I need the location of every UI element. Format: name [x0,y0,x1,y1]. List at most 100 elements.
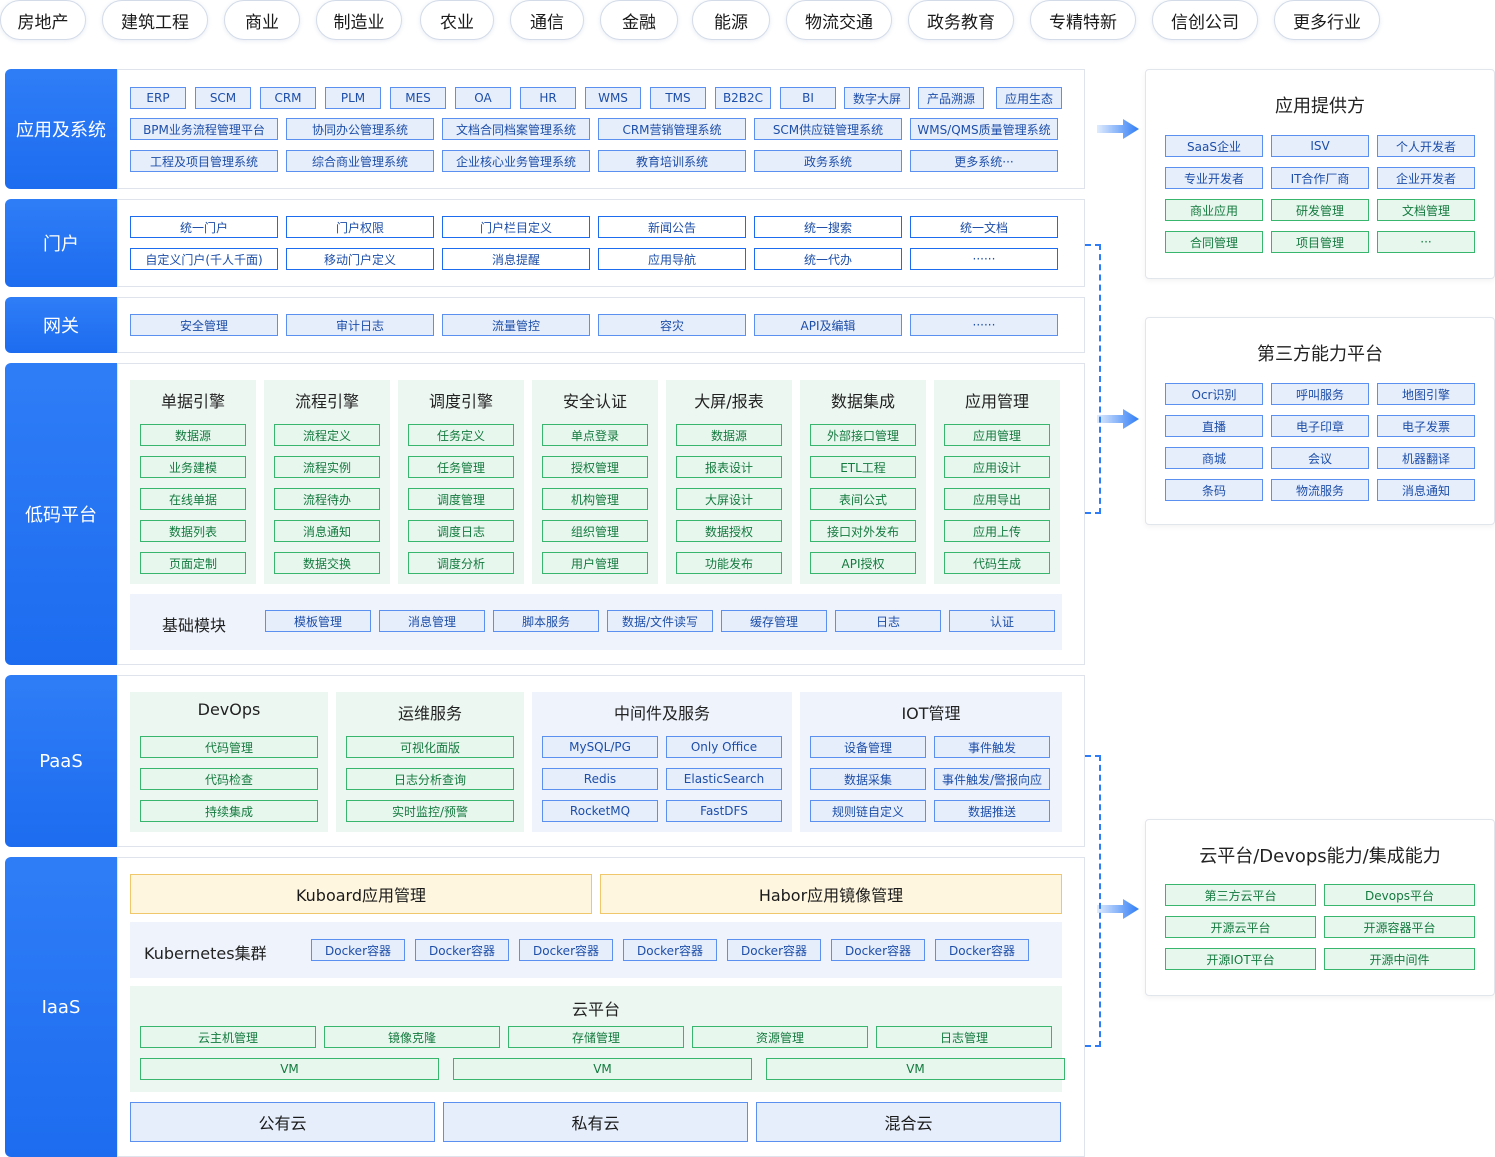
vm-item[interactable]: VM [766,1058,1065,1080]
app-system-item[interactable]: CRM营销管理系统 [598,118,746,140]
app-item[interactable]: SCM [195,87,251,109]
right-card-item[interactable]: 开源IOT平台 [1165,948,1316,970]
app-system-item[interactable]: 教育培训系统 [598,150,746,172]
paas-middleware-item[interactable]: Redis [542,768,658,790]
gateway-item[interactable]: ······ [910,314,1058,336]
gateway-item[interactable]: API及编辑 [754,314,902,336]
paas-middleware-item[interactable]: MySQL/PG [542,736,658,758]
docker-container[interactable]: Docker容器 [311,939,405,961]
lowcode-item[interactable]: 数据列表 [140,520,246,542]
app-item[interactable]: TMS [650,87,706,109]
app-system-item[interactable]: 文档合同档案管理系统 [442,118,590,140]
app-system-item[interactable]: 综合商业管理系统 [286,150,434,172]
portal-item[interactable]: 门户栏目定义 [442,216,590,238]
right-card-item[interactable]: 开源容器平台 [1324,916,1475,938]
industry-tag[interactable]: 能源 [692,0,770,40]
right-card-item[interactable]: 物流服务 [1271,479,1369,501]
base-module-item[interactable]: 认证 [949,610,1055,632]
app-item[interactable]: OA [455,87,511,109]
app-item[interactable]: 数字大屏 [844,87,910,109]
industry-tag[interactable]: 专精特新 [1030,0,1136,40]
lowcode-item[interactable]: 流程定义 [274,424,380,446]
deploy-option[interactable]: 私有云 [443,1102,748,1142]
right-card-item[interactable]: 开源中间件 [1324,948,1475,970]
right-card-item[interactable]: ··· [1377,231,1475,253]
right-card-item[interactable]: 电子发票 [1377,415,1475,437]
app-item[interactable]: BI [780,87,836,109]
right-card-item[interactable]: 商业应用 [1165,199,1263,221]
right-card-item[interactable]: ISV [1271,135,1369,157]
lowcode-item[interactable]: 数据源 [676,424,782,446]
paas-iot-item[interactable]: 设备管理 [810,736,926,758]
base-module-item[interactable]: 缓存管理 [721,610,827,632]
lowcode-item[interactable]: 应用上传 [944,520,1050,542]
docker-container[interactable]: Docker容器 [935,939,1029,961]
portal-item[interactable]: 门户权限 [286,216,434,238]
app-item[interactable]: B2B2C [715,87,771,109]
base-module-item[interactable]: 模板管理 [265,610,371,632]
base-module-item[interactable]: 消息管理 [379,610,485,632]
paas-middleware-item[interactable]: FastDFS [666,800,782,822]
right-card-item[interactable]: 商城 [1165,447,1263,469]
right-card-item[interactable]: 开源云平台 [1165,916,1316,938]
app-item[interactable]: 产品溯源 [918,87,984,109]
cloud-platform-item[interactable]: 镜像克隆 [324,1026,500,1048]
industry-tag[interactable]: 房地产 [0,0,86,40]
lowcode-item[interactable]: 消息通知 [274,520,380,542]
app-item[interactable]: 应用生态 [996,87,1062,109]
gateway-item[interactable]: 流量管控 [442,314,590,336]
portal-item[interactable]: 统一门户 [130,216,278,238]
paas-middleware-item[interactable]: RocketMQ [542,800,658,822]
base-module-item[interactable]: 脚本服务 [493,610,599,632]
lowcode-item[interactable]: 外部接口管理 [810,424,916,446]
portal-item[interactable]: ······ [910,248,1058,270]
app-system-item[interactable]: WMS/QMS质量管理系统 [910,118,1058,140]
paas-ops-item[interactable]: 可视化面版 [346,736,514,758]
industry-tag[interactable]: 更多行业 [1274,0,1380,40]
lowcode-item[interactable]: 数据源 [140,424,246,446]
docker-container[interactable]: Docker容器 [519,939,613,961]
portal-item[interactable]: 新闻公告 [598,216,746,238]
right-card-item[interactable]: SaaS企业 [1165,135,1263,157]
vm-item[interactable]: VM [140,1058,439,1080]
app-item[interactable]: HR [520,87,576,109]
paas-devops-item[interactable]: 代码管理 [140,736,318,758]
lowcode-item[interactable]: API授权 [810,552,916,574]
right-card-item[interactable]: Devops平台 [1324,884,1475,906]
app-item[interactable]: ERP [130,87,186,109]
lowcode-item[interactable]: 调度管理 [408,488,514,510]
right-card-item[interactable]: 合同管理 [1165,231,1263,253]
industry-tag[interactable]: 金融 [600,0,678,40]
portal-item[interactable]: 统一代办 [754,248,902,270]
lowcode-item[interactable]: 任务定义 [408,424,514,446]
right-card-item[interactable]: 个人开发者 [1377,135,1475,157]
industry-tag[interactable]: 通信 [510,0,584,40]
vm-item[interactable]: VM [453,1058,752,1080]
right-card-item[interactable]: Ocr识别 [1165,383,1263,405]
portal-item[interactable]: 自定义门户(千人千面) [130,248,278,270]
industry-tag[interactable]: 信创公司 [1152,0,1258,40]
base-module-item[interactable]: 日志 [835,610,941,632]
app-system-item[interactable]: SCM供应链管理系统 [754,118,902,140]
right-card-item[interactable]: 会议 [1271,447,1369,469]
lowcode-item[interactable]: 组织管理 [542,520,648,542]
paas-ops-item[interactable]: 实时监控/预警 [346,800,514,822]
portal-item[interactable]: 统一文档 [910,216,1058,238]
lowcode-item[interactable]: 流程实例 [274,456,380,478]
right-card-item[interactable]: IT合作厂商 [1271,167,1369,189]
lowcode-item[interactable]: 用户管理 [542,552,648,574]
app-item[interactable]: PLM [325,87,381,109]
paas-iot-item[interactable]: 事件触发 [934,736,1050,758]
right-card-item[interactable]: 项目管理 [1271,231,1369,253]
industry-tag[interactable]: 商业 [224,0,300,40]
right-card-item[interactable]: 直播 [1165,415,1263,437]
docker-container[interactable]: Docker容器 [831,939,925,961]
industry-tag[interactable]: 制造业 [316,0,402,40]
docker-container[interactable]: Docker容器 [727,939,821,961]
gateway-item[interactable]: 安全管理 [130,314,278,336]
cloud-platform-item[interactable]: 云主机管理 [140,1026,316,1048]
paas-devops-item[interactable]: 持续集成 [140,800,318,822]
lowcode-item[interactable]: 功能发布 [676,552,782,574]
right-card-item[interactable]: 企业开发者 [1377,167,1475,189]
lowcode-item[interactable]: 流程待办 [274,488,380,510]
